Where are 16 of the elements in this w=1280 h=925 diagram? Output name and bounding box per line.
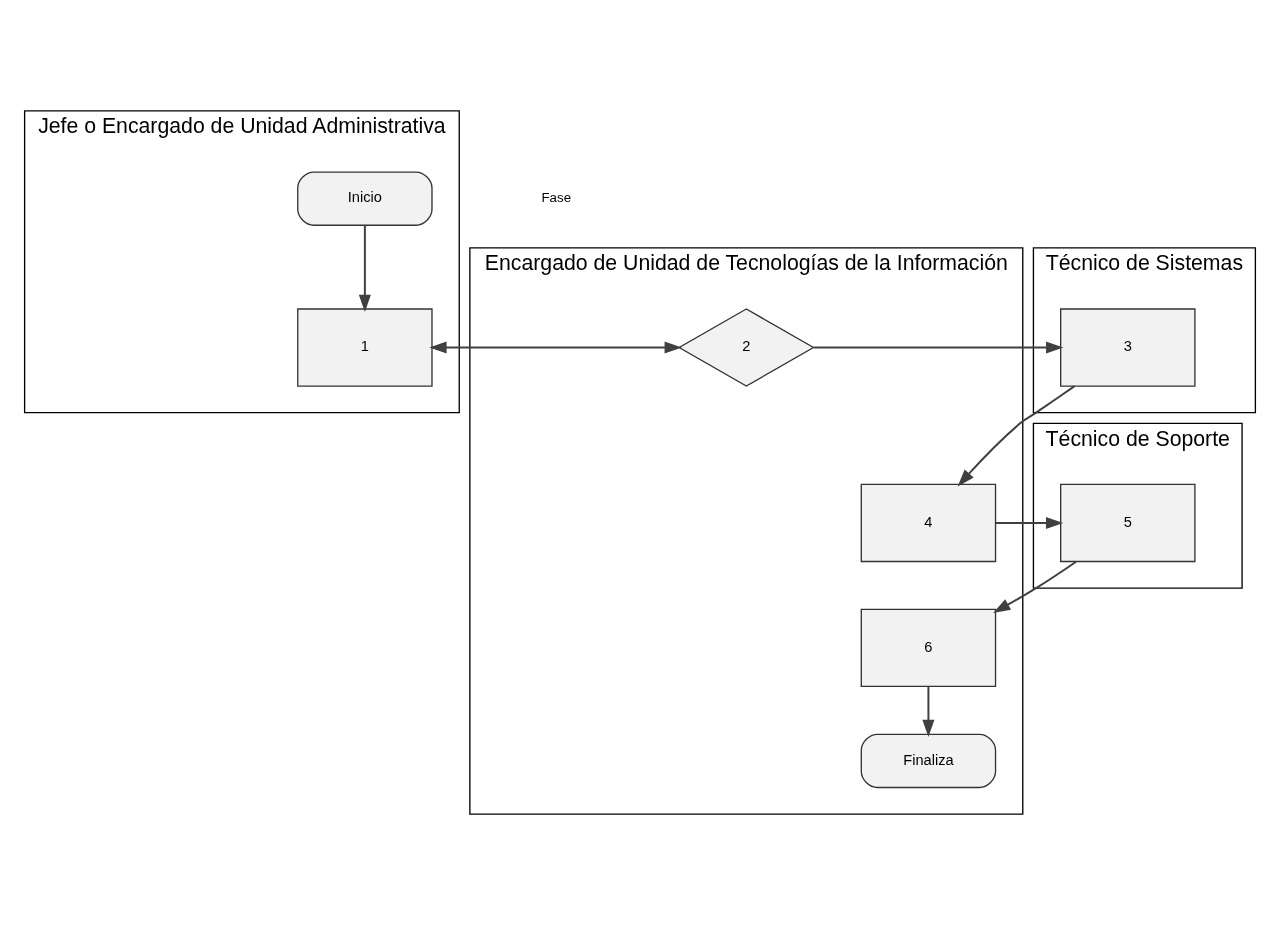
node-diamond: 2 (677, 308, 815, 387)
node-box: Finaliza (860, 733, 997, 789)
node-box: Inicio (297, 171, 433, 226)
arrow (994, 516, 1064, 530)
arrow (358, 224, 371, 312)
arrow (922, 685, 935, 738)
arrow (957, 385, 1076, 487)
node-box: 1 (297, 308, 433, 387)
label: Fase (541, 189, 572, 205)
arrow (812, 341, 1064, 354)
node-box: 3 (1060, 308, 1196, 387)
arrow (429, 341, 682, 354)
arrow (993, 560, 1078, 613)
node-box: 6 (860, 608, 997, 688)
node-box: 4 (860, 483, 997, 563)
node-box: 5 (1060, 483, 1196, 563)
